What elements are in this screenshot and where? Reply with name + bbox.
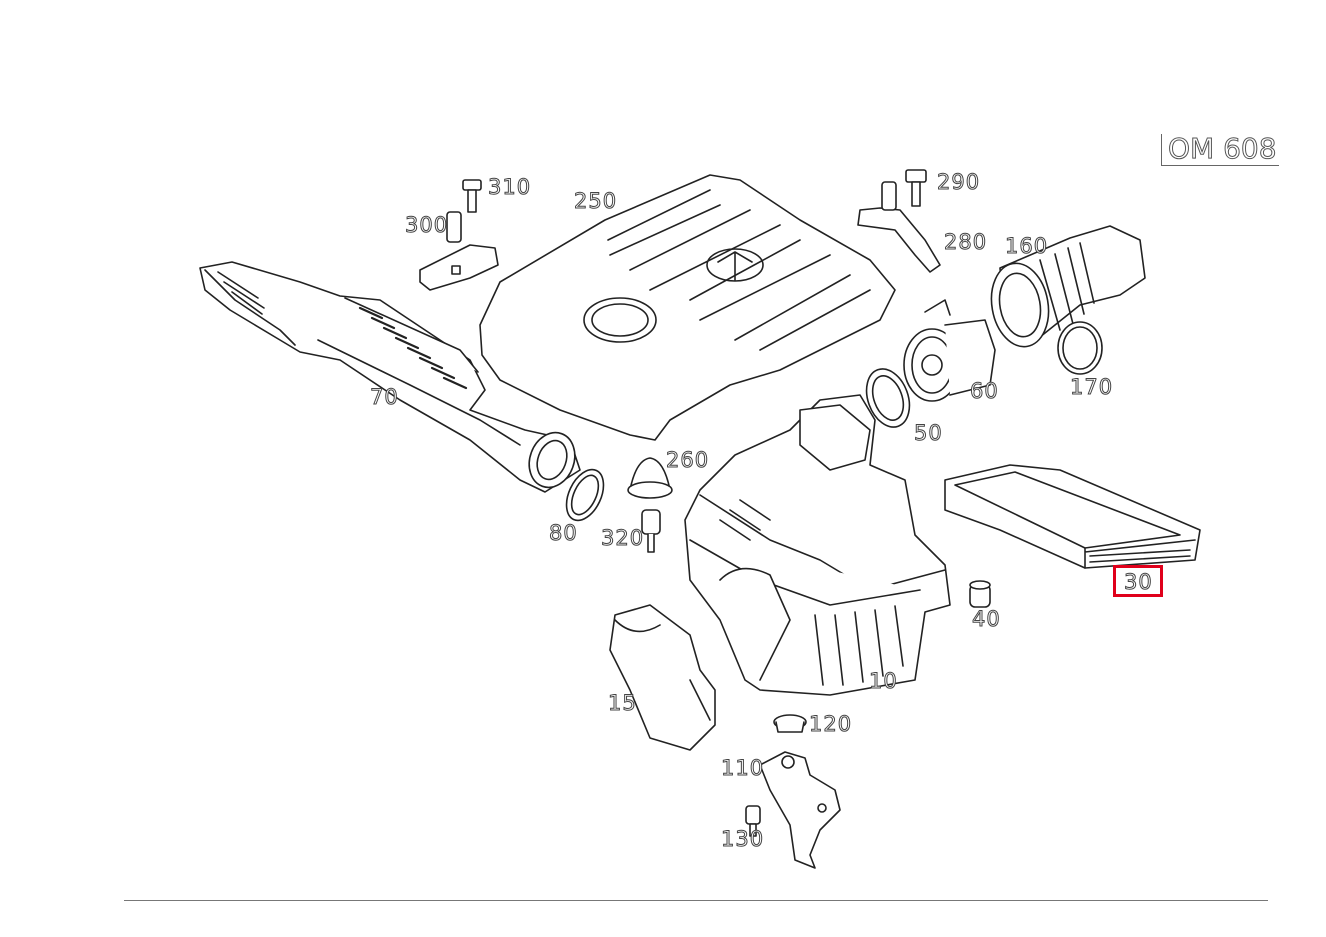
bolt-290[interactable] xyxy=(905,169,927,207)
bottom-rule xyxy=(124,900,1268,901)
bracket-300[interactable] xyxy=(419,211,499,291)
callout-30[interactable]: 30 xyxy=(1124,570,1153,594)
bracket-280[interactable] xyxy=(857,181,941,273)
cap-260[interactable] xyxy=(627,457,673,499)
callout-160[interactable]: 160 xyxy=(1004,234,1049,258)
air-mass-sensor-60[interactable] xyxy=(903,299,996,402)
bolt-130[interactable] xyxy=(745,805,761,837)
fastener-320[interactable] xyxy=(641,509,661,553)
callout-250[interactable]: 250 xyxy=(573,189,618,213)
callout-80[interactable]: 80 xyxy=(549,521,578,545)
bolt-310[interactable] xyxy=(462,179,482,213)
callout-130[interactable]: 130 xyxy=(720,827,765,851)
air-filter-housing-10[interactable] xyxy=(684,394,951,696)
highlight-box xyxy=(1113,565,1163,597)
intake-duct-15[interactable] xyxy=(609,604,716,751)
sleeve-40[interactable] xyxy=(969,580,991,608)
clamp-170[interactable] xyxy=(1057,321,1103,375)
callout-310[interactable]: 310 xyxy=(487,175,532,199)
callout-320[interactable]: 320 xyxy=(600,526,645,550)
callout-50[interactable]: 50 xyxy=(914,421,943,445)
engine-cover-250[interactable] xyxy=(479,174,896,441)
callout-300[interactable]: 300 xyxy=(404,213,449,237)
callout-10[interactable]: 10 xyxy=(869,669,898,693)
callout-280[interactable]: 280 xyxy=(943,230,988,254)
callout-40[interactable]: 40 xyxy=(972,607,1001,631)
grommet-120[interactable] xyxy=(773,714,807,733)
callout-15[interactable]: 15 xyxy=(608,691,637,715)
callout-60[interactable]: 60 xyxy=(970,379,999,403)
callout-290[interactable]: 290 xyxy=(936,170,981,194)
seal-ring-50[interactable] xyxy=(859,363,917,433)
callout-260[interactable]: 260 xyxy=(665,448,710,472)
callout-110[interactable]: 110 xyxy=(720,756,765,780)
intake-duct-70[interactable] xyxy=(199,261,582,494)
bracket-110[interactable] xyxy=(759,751,841,869)
engine-code-label: OM 608 xyxy=(1161,133,1279,167)
callout-70[interactable]: 70 xyxy=(370,385,399,409)
air-filter-element-30[interactable] xyxy=(944,464,1201,569)
callout-120[interactable]: 120 xyxy=(808,712,853,736)
callout-170[interactable]: 170 xyxy=(1069,375,1114,399)
hose-160[interactable] xyxy=(985,225,1146,351)
seal-ring-80[interactable] xyxy=(559,464,611,526)
